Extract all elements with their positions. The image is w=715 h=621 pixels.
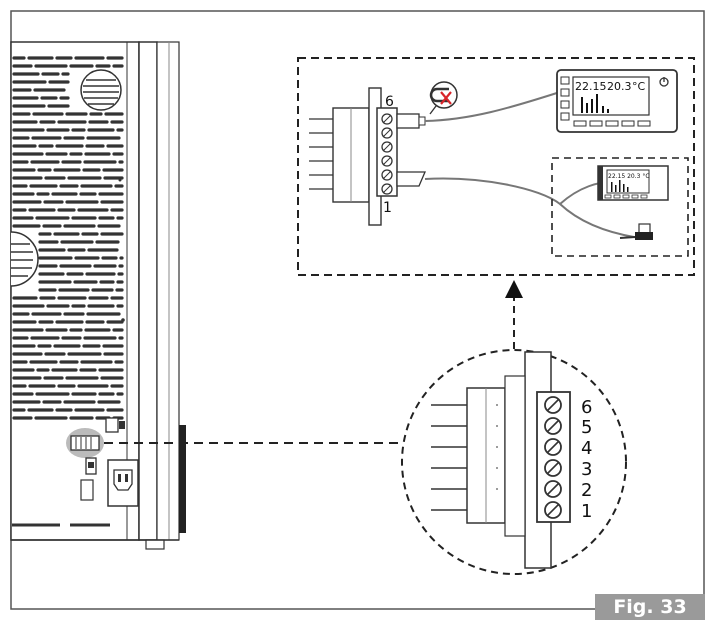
plug-top [396, 113, 420, 129]
magnet-sensor-icon [429, 81, 458, 115]
display-reading-1: 22.15 [575, 80, 607, 93]
thermostat-display: 22.15 20.3 °C [556, 69, 678, 133]
display-bars [581, 94, 609, 113]
side-strip [179, 425, 186, 533]
display-buttons [560, 76, 651, 127]
terminal-label-6: 6 [581, 397, 592, 418]
display-unit: °C [632, 80, 646, 93]
terminal-label-1: 1 [581, 501, 592, 522]
inset-label-1: 1 [383, 200, 392, 216]
inset-label-6: 6 [385, 94, 394, 110]
terminal-label-2: 2 [581, 480, 592, 501]
zoom-arrow-head [505, 280, 523, 298]
plug-bottom [396, 171, 426, 187]
optional-kit-box [551, 157, 689, 257]
figure-label: Fig. 33 [595, 594, 705, 620]
zoom-circle: 6 5 4 3 2 1 [401, 349, 627, 575]
remote-display-reading: 22.15 20.3 °C [608, 173, 650, 180]
round-vent-side [11, 243, 33, 277]
cable-to-remote [424, 177, 611, 206]
terminal-screws [544, 396, 562, 519]
usb-plug-icon [619, 223, 653, 240]
terminal-label-3: 3 [581, 459, 592, 480]
foot [145, 539, 165, 550]
connector-pins [431, 404, 467, 511]
display-reading-2: 20.3 [607, 80, 632, 93]
stove-back-panel [10, 41, 186, 550]
ventilation-slots [12, 56, 124, 420]
terminal-label-5: 5 [581, 417, 592, 438]
remote-display: 22.15 20.3 °C [597, 165, 669, 201]
cable-to-thermostat [424, 91, 561, 122]
wiring-detail-box: 6 1 22.15 20.3 °C [297, 57, 695, 276]
terminal-label-4: 4 [581, 438, 592, 459]
panel-connector [70, 435, 100, 451]
